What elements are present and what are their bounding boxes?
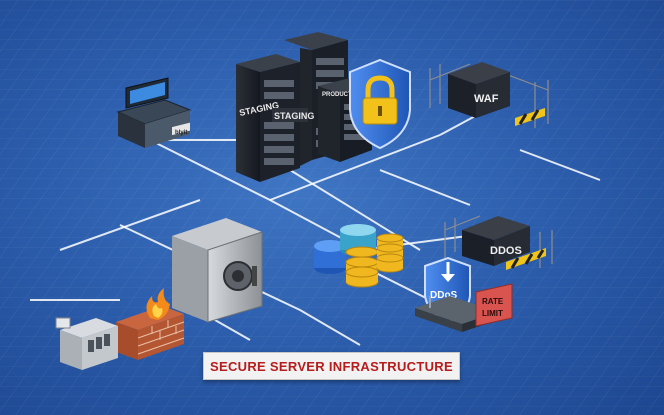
- title-banner: SECURE SERVER INFRASTRUCTURE: [203, 352, 460, 380]
- diagram-title: SECURE SERVER INFRASTRUCTURE: [210, 358, 453, 374]
- ddos-appliance-icon: DDOS: [444, 215, 553, 270]
- production-label: PRODUCT: [322, 92, 352, 98]
- rate-limit-router-icon: RATE LIMIT: [415, 283, 513, 332]
- shield-lock-icon: [349, 58, 411, 150]
- network-device-icon: [55, 317, 118, 370]
- ddos-shield-label: DDoS: [430, 290, 458, 301]
- rate-limit-label-2: LIMIT: [482, 309, 503, 318]
- database-coins-icon: [314, 224, 404, 288]
- firewall-icon: [116, 288, 185, 360]
- workstation-label: blyit: [175, 130, 187, 136]
- rate-limit-label-1: RATE: [482, 297, 504, 306]
- staging-label-2: STAGING: [274, 111, 314, 121]
- waf-appliance-icon: WAF: [429, 62, 549, 128]
- waf-label: WAF: [474, 93, 499, 105]
- ddos-appliance-label: DDOS: [490, 245, 522, 257]
- workstation-icon: blyit: [116, 77, 192, 148]
- safe-vault-icon: [172, 218, 263, 323]
